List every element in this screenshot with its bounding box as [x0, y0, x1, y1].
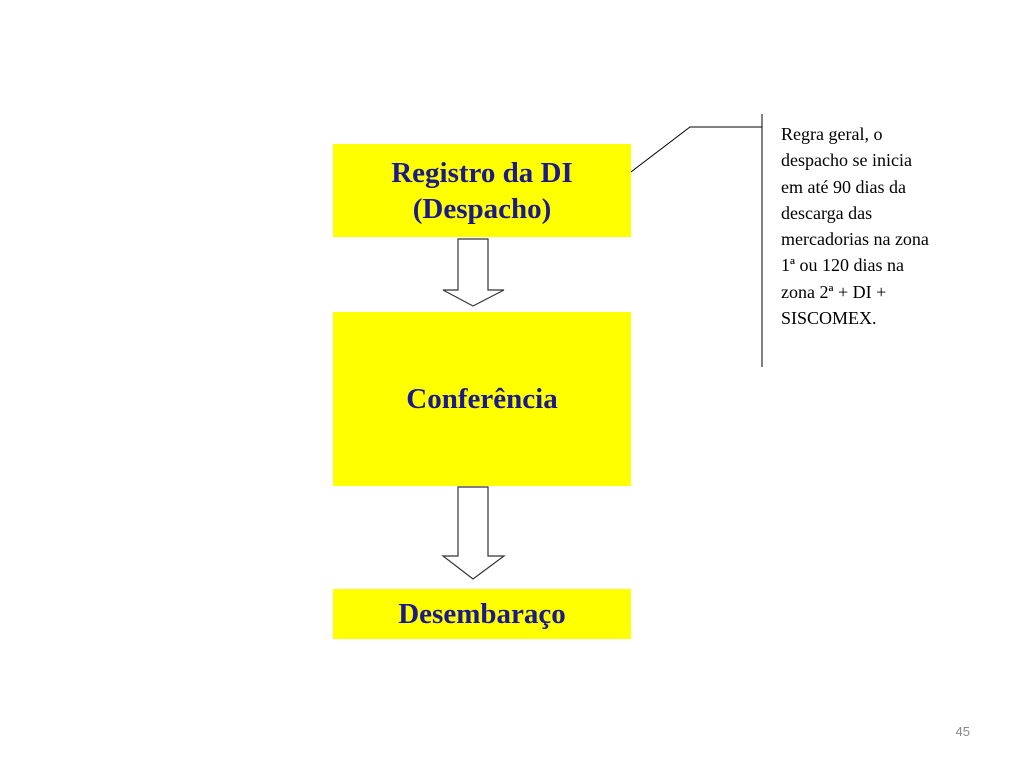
step-1-line-2: (Despacho) [412, 192, 552, 225]
step-conferencia: Conferência [333, 312, 631, 486]
callout-line-4: descarga das [781, 202, 873, 223]
step-desembaraco: Desembaraço [333, 589, 631, 639]
step-3-label: Desembaraço [398, 598, 566, 630]
down-arrow-1 [442, 238, 505, 307]
callout-line-1: Regra geral, o [781, 124, 883, 144]
callout-line-8: SISCOMEX. [781, 308, 877, 329]
callout-line-2: despacho se inicia [781, 150, 912, 171]
page-number: 45 [955, 724, 970, 739]
callout-line-5: mercadorias na zona [781, 229, 929, 250]
callout-line-7: zona 2ª + DI + [781, 281, 887, 302]
step-1-line-1: Registro da DI [391, 156, 573, 189]
callout-leader-line [618, 126, 762, 182]
callout-note: Regra geral, o despacho se inicia em até… [781, 121, 981, 331]
callout-line-3: em até 90 dias da [781, 176, 906, 197]
step-registro-da-di: Registro da DI (Despacho) [333, 144, 631, 237]
callout-line-6: 1ª ou 120 dias na [781, 255, 904, 276]
step-2-label: Conferência [406, 383, 558, 415]
down-arrow-2 [441, 486, 506, 580]
